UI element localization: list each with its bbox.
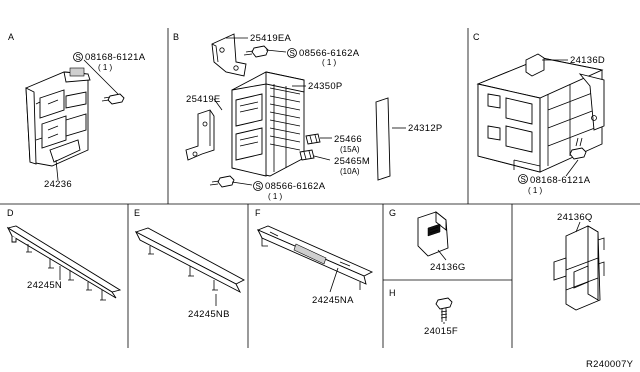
bracket-24245na-drawing [256,225,374,290]
section-label-b: B [173,32,179,42]
protector-24136q-drawing [553,225,605,311]
section-label-c: C [473,32,480,42]
section-label-a: A [8,32,14,42]
fuse-15a-drawing [305,133,321,145]
clip-24136d-drawing [525,53,545,77]
relay-box-c-drawing [476,57,605,173]
bolt-a [101,93,125,105]
bracket-25419e-drawing [185,109,215,161]
part-qty-a: ( 1 ) [98,63,113,72]
section-label-f: F [255,208,261,218]
relay-box-a-drawing [25,67,91,167]
fuse-10a-drawing [299,149,315,161]
part-number-08168-6121a-a: 08168-6121A [85,52,146,63]
clip-24136g-drawing [417,211,449,257]
part-number-24245n: 24245N [27,280,62,291]
part-number-25419e: 25419E [186,94,221,105]
svg-text:S: S [256,182,261,191]
part-number-24312p: 24312P [408,123,443,134]
part-qty-b-top: ( 1 ) [322,58,337,67]
bracket-24245n-drawing [6,225,122,301]
panel-grid [0,28,640,348]
part-number-08566-6162a-bottom: 08566-6162A [265,181,326,192]
svg-text:S: S [76,53,81,62]
part-number-24015f: 24015F [424,326,458,337]
bracket-24245nb-drawing [134,227,245,294]
fuse-rating-10a: (10A) [340,167,360,176]
part-number-25466: 25466 [334,134,362,145]
section-label-e: E [134,208,140,218]
screw-symbol-a: S [73,52,83,62]
screw-b-bottom [209,175,235,188]
screw-symbol-c: S [518,174,528,184]
screw-b-top [243,45,269,58]
part-number-24245nb: 24245NB [188,309,230,320]
part-number-08566-6162a-top: 08566-6162A [299,48,360,59]
part-number-25465m: 25465M [334,156,370,167]
part-qty-b-bottom: ( 1 ) [268,192,283,201]
diagram-reference-code: R240007Y [586,359,634,370]
fuse-block-24350p-drawing [231,71,305,177]
svg-text:S: S [290,49,295,58]
fuse-rating-15a: (15A) [340,145,360,154]
svg-text:S: S [521,175,526,184]
bolt-24015f-drawing [435,297,453,322]
part-number-24245na: 24245NA [312,295,354,306]
part-number-08168-6121a-c: 08168-6121A [530,175,591,186]
section-label-g: G [389,208,396,218]
bracket-25419ea-drawing [211,33,247,77]
part-number-24236: 24236 [44,179,72,190]
bolt-c [569,115,597,160]
part-number-25419ea: 25419EA [250,33,292,44]
part-number-24136d: 24136D [570,55,605,66]
cover-24312p-drawing [375,97,391,181]
section-label-d: D [7,208,14,218]
part-qty-c: ( 1 ) [528,186,543,195]
part-number-24350p: 24350P [308,81,343,92]
section-label-h: H [389,288,396,298]
screw-symbol-b-bottom: S [253,181,263,191]
part-number-24136g: 24136G [430,262,466,273]
screw-symbol-b-top: S [287,48,297,58]
part-number-24136q: 24136Q [557,212,593,223]
